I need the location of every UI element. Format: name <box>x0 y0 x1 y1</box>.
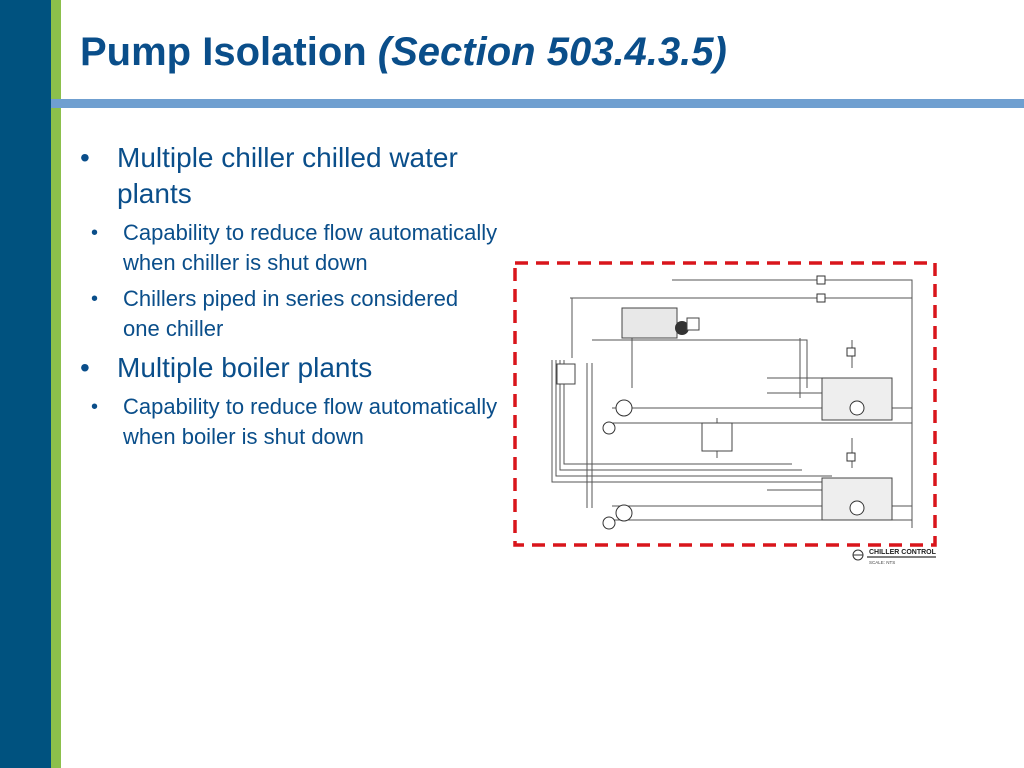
sub-bullet-item: • Capability to reduce flow automaticall… <box>43 392 500 452</box>
sub-bullet-text: Chillers piped in series considered one … <box>123 286 459 341</box>
sub-bullet-icon: • <box>91 396 99 418</box>
chiller-control-diagram: CHILLER CONTROL SCALE: NTS <box>512 258 940 568</box>
bullet-icon: • <box>80 352 90 383</box>
slide-title: Pump Isolation (Section 503.4.3.5) <box>80 30 727 75</box>
green-accent-stripe <box>51 0 61 768</box>
bullet-item: • Multiple chiller chilled water plants <box>80 140 500 212</box>
bullet-text: Multiple chiller chilled water plants <box>117 142 458 209</box>
sub-bullet-item: • Chillers piped in series considered on… <box>43 284 500 344</box>
title-section: (Section 503.4.3.5) <box>377 30 727 74</box>
title-divider <box>51 99 1024 108</box>
sub-bullet-text: Capability to reduce flow automatically … <box>123 220 498 275</box>
bullet-icon: • <box>80 142 90 173</box>
sub-bullet-icon: • <box>91 222 99 244</box>
sub-bullet-item: • Capability to reduce flow automaticall… <box>43 218 500 278</box>
bullet-list: • Multiple chiller chilled water plants … <box>80 140 500 458</box>
diagram-label: CHILLER CONTROL <box>869 549 937 556</box>
bullet-text: Multiple boiler plants <box>117 352 373 383</box>
sub-bullet-icon: • <box>91 288 99 310</box>
title-main: Pump Isolation <box>80 30 378 74</box>
left-accent-band <box>0 0 51 768</box>
sub-bullet-text: Capability to reduce flow automatically … <box>123 394 498 449</box>
bullet-item: • Multiple boiler plants <box>80 350 500 386</box>
diagram-scale-note: SCALE: NTS <box>869 560 895 565</box>
